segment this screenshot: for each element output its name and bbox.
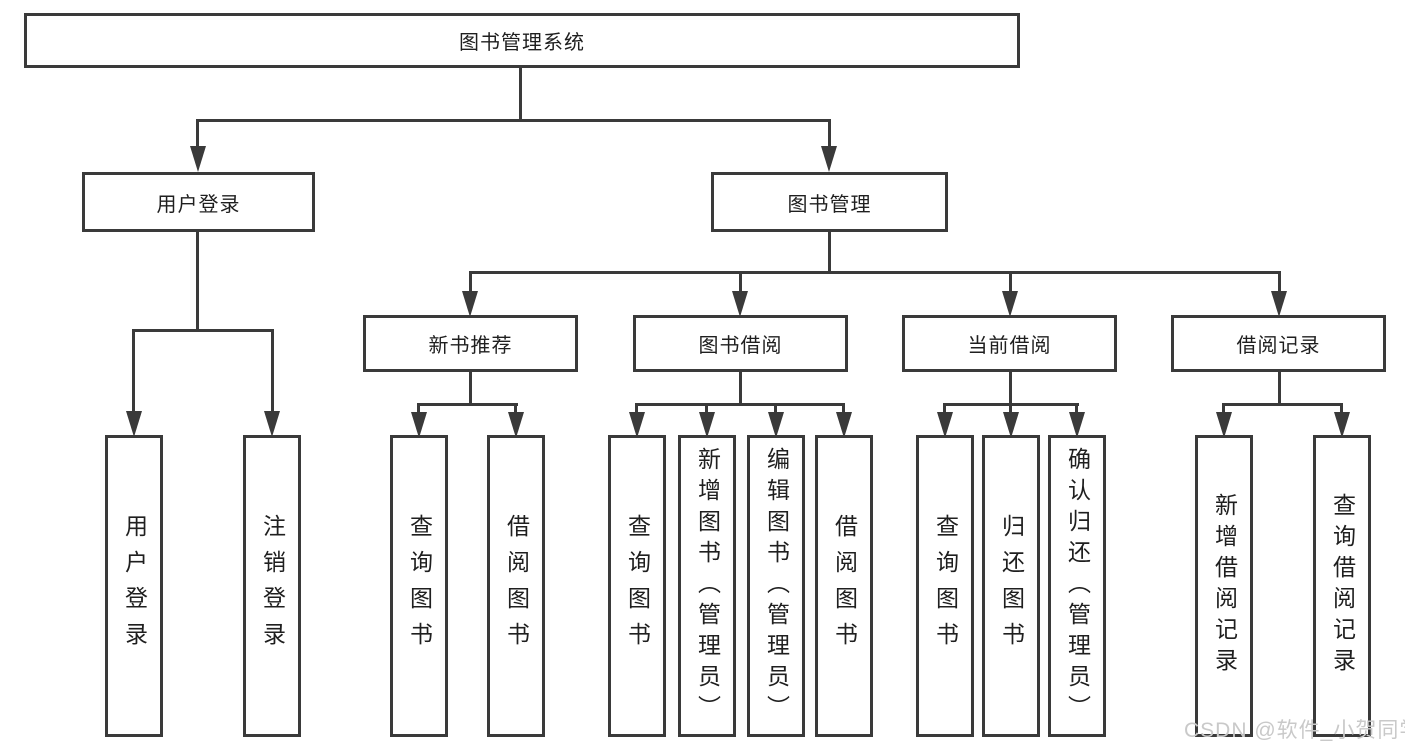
arrowhead [836,412,852,438]
connector-drop-leaf [1222,403,1225,415]
node-user-login-label: 用户登录 [156,193,241,216]
node-root-label: 图书管理系统 [459,32,585,54]
arrowhead [1271,291,1287,317]
connector-drop-leaf [635,403,638,415]
leaf-logout-label: 注销登录 [259,514,286,658]
leaf-return-books: 归还图书 [982,435,1040,737]
connector-drop-leaf [132,329,135,411]
leaf-query-books-borrow: 查询图书 [608,435,666,737]
connector-drop-leaf [943,403,946,415]
node-new-book-recommend: 新书推荐 [363,315,578,372]
node-book-management-label: 图书管理 [787,193,872,216]
leaf-return-books-label: 归还图书 [998,514,1025,658]
connector-user-login-stem [196,232,199,332]
node-book-borrow: 图书借阅 [633,315,848,372]
arrowhead [126,411,142,437]
arrowhead [1003,412,1019,438]
csdn-watermark: CSDN @软件_小贺同学 [1184,719,1405,742]
connector-current-stem [1009,372,1012,406]
connector-drop-user-login [196,119,199,150]
arrowhead [1069,412,1085,438]
arrowhead [508,412,524,438]
connector-record-hbar [1224,403,1343,406]
arrowhead [768,412,784,438]
connector-new-book-stem [469,372,472,406]
connector-new-book-hbar [419,403,518,406]
leaf-query-borrow-record: 查询借阅记录 [1313,435,1371,737]
node-user-login: 用户登录 [82,172,315,232]
connector-drop-leaf [705,403,708,415]
leaf-edit-books-admin: 编辑图书（管理员） [747,435,805,737]
arrowhead [462,291,478,317]
node-book-management: 图书管理 [711,172,948,232]
arrowhead [1216,412,1232,438]
arrowhead [264,411,280,437]
leaf-borrow-books-recommend: 借阅图书 [487,435,545,737]
leaf-query-books-current: 查询图书 [916,435,974,737]
connector-drop-leaf [842,403,845,415]
arrowhead [190,146,206,172]
leaf-borrow-books-label: 借阅图书 [831,514,858,658]
node-root: 图书管理系统 [24,13,1020,68]
leaf-query-borrow-record-label: 查询借阅记录 [1329,493,1356,679]
node-borrow-record: 借阅记录 [1171,315,1386,372]
leaf-add-borrow-record-label: 新增借阅记录 [1211,493,1238,679]
leaf-add-borrow-record: 新增借阅记录 [1195,435,1253,737]
connector-drop-leaf [514,403,517,415]
connector-book-mgmt-hbar [470,271,1280,274]
connector-book-mgmt-stem [828,232,831,274]
leaf-borrow-books-recommend-label: 借阅图书 [503,514,530,658]
connector-drop-current [1009,271,1012,293]
node-borrow-record-label: 借阅记录 [1236,335,1321,357]
leaf-add-books-admin: 新增图书（管理员） [678,435,736,737]
connector-record-stem [1278,372,1281,406]
connector-drop-record [1278,271,1281,293]
connector-drop-borrow [739,271,742,293]
arrowhead [699,412,715,438]
node-current-borrow-label: 当前借阅 [967,335,1052,357]
node-new-book-recommend-label: 新书推荐 [428,335,513,357]
connector-drop-leaf [271,329,274,411]
connector-drop-leaf [1075,403,1078,415]
arrowhead [732,291,748,317]
leaf-user-login: 用户登录 [105,435,163,737]
connector-drop-leaf [774,403,777,415]
arrowhead [1002,291,1018,317]
arrowhead [821,146,837,172]
node-current-borrow: 当前借阅 [902,315,1117,372]
leaf-query-books-current-label: 查询图书 [932,514,959,658]
connector-drop-leaf [1009,403,1012,415]
leaf-user-login-label: 用户登录 [121,514,148,658]
node-book-borrow-label: 图书借阅 [698,335,783,357]
connector-borrow-stem [739,372,742,406]
leaf-add-books-admin-label: 新增图书（管理员） [694,446,721,726]
leaf-borrow-books: 借阅图书 [815,435,873,737]
arrowhead [629,412,645,438]
leaf-query-books-recommend: 查询图书 [390,435,448,737]
connector-borrow-hbar [637,403,845,406]
connector-user-login-hbar [134,329,273,332]
leaf-query-books-recommend-label: 查询图书 [406,514,433,658]
leaf-confirm-return-admin: 确认归还（管理员） [1048,435,1106,737]
connector-drop-leaf [417,403,420,415]
connector-drop-new-book [469,271,472,293]
connector-drop-book-mgmt [828,119,831,150]
leaf-query-books-borrow-label: 查询图书 [624,514,651,658]
arrowhead [1334,412,1350,438]
connector-drop-leaf [1340,403,1343,415]
leaf-logout: 注销登录 [243,435,301,737]
leaf-edit-books-admin-label: 编辑图书（管理员） [763,446,790,726]
connector-root-stem [519,68,522,122]
arrowhead [937,412,953,438]
connector-root-hbar [197,119,831,122]
arrowhead [411,412,427,438]
connector-current-hbar [945,403,1079,406]
leaf-confirm-return-admin-label: 确认归还（管理员） [1064,446,1091,726]
